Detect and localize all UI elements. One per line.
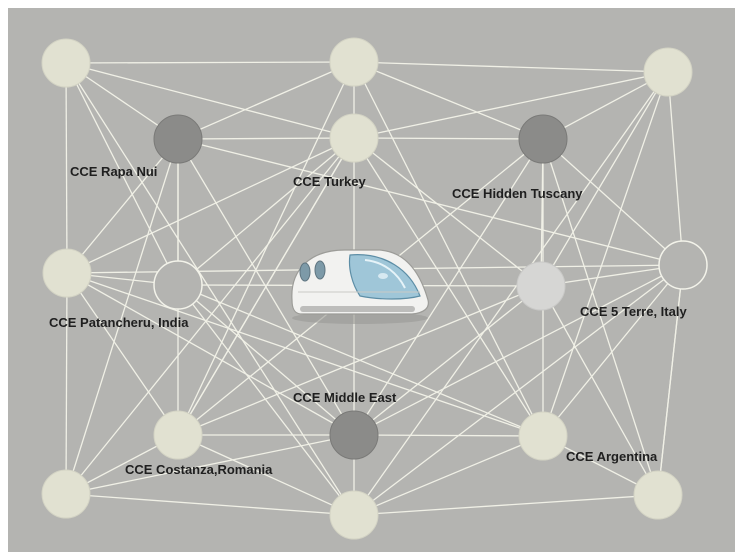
edge <box>353 61 544 437</box>
edge <box>353 264 684 436</box>
edge <box>65 137 355 495</box>
node-n7 <box>42 248 92 298</box>
label-patancheru: CCE Patancheru, India <box>49 315 189 330</box>
label-turkey: CCE Turkey <box>293 174 366 189</box>
edge <box>65 138 179 495</box>
edge <box>353 434 544 437</box>
node-five-terre <box>658 240 708 290</box>
edge <box>177 137 355 436</box>
node-n16 <box>633 470 683 520</box>
edge <box>542 138 659 496</box>
edge <box>540 285 659 496</box>
edge <box>353 137 544 140</box>
edge <box>177 138 684 266</box>
edge <box>177 61 355 436</box>
edge <box>667 71 684 266</box>
edge <box>177 434 355 516</box>
edge <box>66 137 355 274</box>
edge <box>66 272 179 436</box>
node-turkey <box>329 113 379 163</box>
edge <box>542 71 669 437</box>
edges <box>65 61 684 516</box>
edge <box>177 285 542 436</box>
edge <box>66 138 179 274</box>
label-middle-east: CCE Middle East <box>293 390 397 405</box>
edge <box>542 264 684 437</box>
node-n14 <box>41 469 91 519</box>
edge <box>65 272 68 495</box>
edge <box>657 264 684 496</box>
edge <box>177 137 355 286</box>
edge <box>353 494 659 516</box>
node-middle-east <box>329 410 379 460</box>
edge <box>65 62 355 516</box>
node-rapa-nui <box>153 114 203 164</box>
edge <box>542 138 684 266</box>
edge <box>353 435 544 516</box>
node-argentina <box>518 411 568 461</box>
nodes <box>41 37 708 540</box>
edge <box>66 272 544 437</box>
node-n2 <box>329 37 379 87</box>
network-canvas: CCE Rapa Nui CCE Turkey CCE Hidden Tusca… <box>41 37 708 540</box>
edge <box>66 272 355 436</box>
edge <box>65 493 355 516</box>
node-n1 <box>41 38 91 88</box>
label-costanza: CCE Costanza,Romania <box>125 462 273 477</box>
edge <box>353 71 669 139</box>
edge <box>177 61 355 140</box>
node-costanza <box>153 410 203 460</box>
edge <box>353 61 544 140</box>
node-patancheru <box>153 260 203 310</box>
edge <box>353 285 542 436</box>
edge <box>65 61 355 64</box>
node-hidden-tuscany <box>518 114 568 164</box>
node-n15 <box>329 490 379 540</box>
edge <box>353 264 684 516</box>
label-rapa-nui: CCE Rapa Nui <box>70 164 157 179</box>
label-five-terre: CCE 5 Terre, Italy <box>580 304 687 319</box>
edge <box>353 61 669 73</box>
network-diagram: CCE Rapa Nui CCE Turkey CCE Hidden Tusca… <box>8 8 735 552</box>
edge <box>540 71 669 287</box>
label-argentina: CCE Argentina <box>566 449 658 464</box>
high-speed-train-icon <box>291 249 429 324</box>
edge <box>353 71 669 516</box>
edge <box>177 284 355 516</box>
node-n3 <box>643 47 693 97</box>
edge <box>177 284 355 436</box>
label-hidden-tuscany: CCE Hidden Tuscany <box>452 186 583 201</box>
edge <box>65 62 68 274</box>
edge <box>65 62 355 139</box>
edge <box>177 137 355 140</box>
edge <box>353 138 544 436</box>
edge <box>353 137 542 287</box>
node-n9 <box>516 261 566 311</box>
edge <box>65 434 355 495</box>
edge <box>65 62 179 286</box>
